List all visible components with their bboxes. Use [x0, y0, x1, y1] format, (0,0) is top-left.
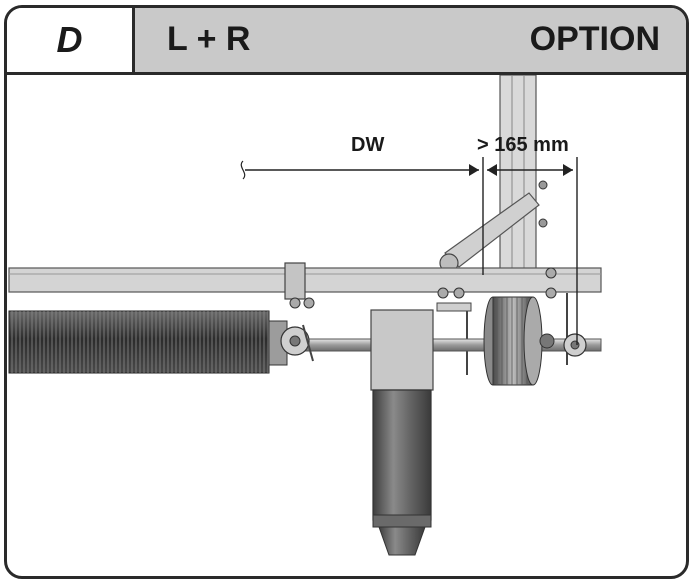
rail-bracket-right [545, 267, 568, 365]
cable-drum [483, 296, 555, 386]
gap-dimension: > 165 mm [477, 134, 578, 345]
spring-cone [268, 320, 314, 366]
dw-dimension: DW [240, 134, 484, 275]
diagram-frame: D L + R OPTION [4, 5, 689, 579]
gap-label: > 165 mm [477, 134, 569, 156]
vertical-track [499, 75, 537, 274]
section-letter: D [7, 8, 135, 72]
side-label: L + R [167, 20, 251, 58]
option-label: OPTION [529, 20, 660, 58]
dw-label: DW [351, 134, 384, 156]
rail-bracket-center [436, 287, 472, 375]
rail-bracket-left [284, 262, 315, 309]
torsion-spring [8, 310, 270, 374]
drive-motor [370, 309, 434, 556]
header-band: L + R OPTION [135, 8, 686, 72]
header-bar: D L + R OPTION [7, 8, 686, 75]
end-bearing [563, 333, 587, 357]
mechanism-illustration: DW > 165 mm [8, 75, 602, 556]
